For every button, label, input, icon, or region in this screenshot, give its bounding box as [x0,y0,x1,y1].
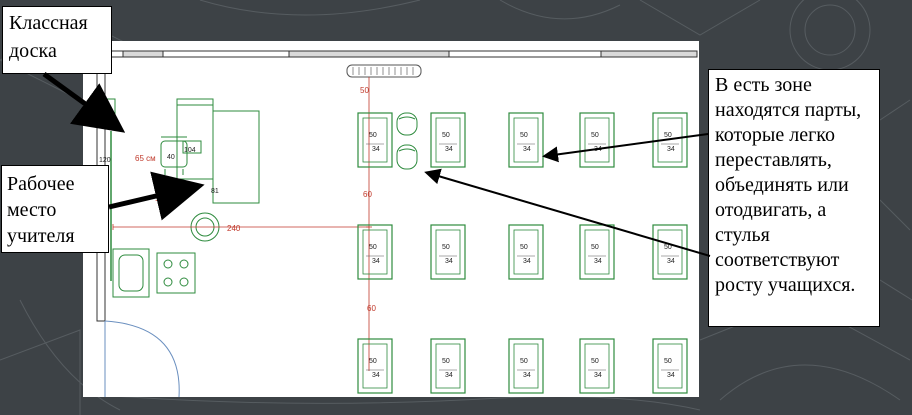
student-desks: 50 34 50 34 50 34 50 34 50 34 50 34 50 34 50 34 50 34 50 34… [357,112,688,394]
student-desk: 50 34 [357,112,393,168]
student-desk: 50 34 [652,224,688,280]
desk-width-label: 50 [520,358,528,365]
student-desk: 50 34 [508,338,544,394]
callout-teacher-workplace: Рабочее место учителя [1,165,109,253]
desk-depth-label: 34 [372,146,380,153]
callout-desks-zone: В есть зоне находятся парты, которые лег… [708,69,880,327]
desk-depth-label: 34 [667,372,675,379]
student-desk: 50 34 [579,112,615,168]
dim-teacher-to-desks: 240 [227,224,241,233]
student-desk: 50 34 [652,338,688,394]
desk-depth-label: 34 [594,146,602,153]
desk-width-label: 50 [369,244,377,251]
student-desk: 50 34 [579,338,615,394]
student-desk: 50 34 [430,112,466,168]
desk-depth-label: 34 [594,372,602,379]
desk-width-label: 50 [664,358,672,365]
dim-row-gap-2: 60 [367,304,376,313]
desk-width-label: 50 [442,358,450,365]
desk-depth-label: 34 [667,146,675,153]
student-desk: 50 34 [357,338,393,394]
chair-gap-label: 65 см [135,154,156,163]
desk-depth-label: 34 [523,372,531,379]
desk-depth-label: 34 [445,258,453,265]
board-height-label: 120 [99,157,111,164]
student-chair [396,112,418,136]
student-desk: 50 34 [430,338,466,394]
desk-width-label: 50 [520,132,528,139]
desk-depth-label: 34 [445,372,453,379]
window-1 [122,50,164,58]
desk-depth-label: 34 [445,146,453,153]
desk-width-label: 50 [369,132,377,139]
callout-desks-text: В есть зоне находятся парты, которые лег… [715,74,862,296]
dim-top-gap: 50 [360,86,369,95]
sink [112,248,150,298]
table-offset-label: 165 [155,194,169,203]
desk-depth-label: 34 [372,372,380,379]
student-desk: 50 34 [430,224,466,280]
chair-width-label: 40 [167,154,175,161]
desk-width-label: 50 [369,358,377,365]
callout-chalkboard-text: Классная доска [9,12,88,62]
table-depth-label: 81 [211,188,219,195]
student-desk: 50 34 [579,224,615,280]
top-wall [96,50,698,78]
desk-width-label: 50 [591,244,599,251]
desk-width-label: 50 [591,358,599,365]
desk-depth-label: 34 [594,258,602,265]
floor-plan: 104 81 40 65 см 165 120 50 60 60 240 [83,41,699,397]
desk-width-label: 50 [664,132,672,139]
chalkboard [106,98,116,130]
student-desk: 50 34 [508,224,544,280]
student-desk: 50 34 [357,224,393,280]
desk-width-label: 50 [591,132,599,139]
floor-plan-drawing: 104 81 40 65 см 165 120 50 60 60 240 [96,50,698,397]
radiator [346,64,422,78]
student-desk: 50 34 [508,112,544,168]
desk-width-label: 50 [442,132,450,139]
table-length-label: 104 [184,147,196,154]
student-desk: 50 34 [652,112,688,168]
callout-chalkboard: Классная доска [2,6,112,74]
door-swing [104,320,180,397]
desk-width-label: 50 [664,244,672,251]
callout-teacher-text: Рабочее место учителя [7,173,75,247]
desk-depth-label: 34 [372,258,380,265]
dimension-lines [112,77,372,371]
stove [156,252,196,294]
desk-width-label: 50 [442,244,450,251]
dim-row-gap-1: 60 [363,190,372,199]
window-2 [288,50,450,58]
desk-width-label: 50 [520,244,528,251]
left-wall [96,70,180,397]
student-chair [396,144,418,170]
window-3 [600,50,698,58]
desk-depth-label: 34 [523,258,531,265]
desk-depth-label: 34 [667,258,675,265]
desk-depth-label: 34 [523,146,531,153]
